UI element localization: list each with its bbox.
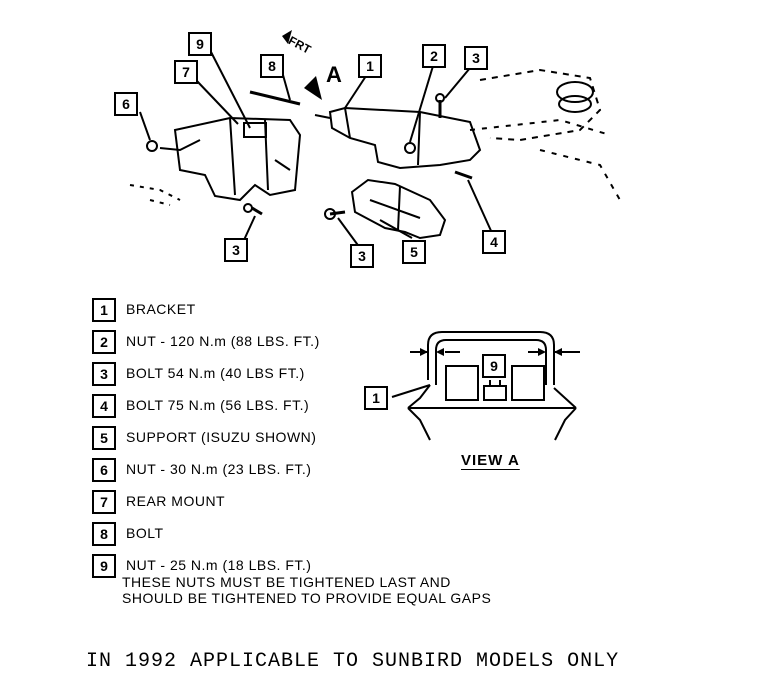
legend-number: 4 — [92, 394, 116, 418]
legend-note-line-1: THESE NUTS MUST BE TIGHTENED LAST AND — [122, 574, 451, 590]
legend-number: 1 — [92, 298, 116, 322]
legend-number: 5 — [92, 426, 116, 450]
legend-note-line-2: SHOULD BE TIGHTENED TO PROVIDE EQUAL GAP… — [122, 590, 492, 606]
legend-text: SUPPORT (ISUZU SHOWN) — [126, 429, 317, 445]
legend-item: 4 BOLT 75 N.m (56 LBS. FT.) — [92, 392, 572, 424]
view-a-callout-9: 9 — [482, 354, 506, 378]
legend-number: 8 — [92, 522, 116, 546]
legend-text: BOLT 75 N.m (56 LBS. FT.) — [126, 397, 310, 413]
legend-note: THESE NUTS MUST BE TIGHTENED LAST AND SH… — [122, 574, 491, 606]
callout-1: 1 — [358, 54, 382, 78]
legend-number: 7 — [92, 490, 116, 514]
legend-item: 1 BRACKET — [92, 296, 572, 328]
legend-text: BRACKET — [126, 301, 196, 317]
legend-number: 9 — [92, 554, 116, 578]
legend-item: 5 SUPPORT (ISUZU SHOWN) — [92, 424, 572, 456]
legend-number: 2 — [92, 330, 116, 354]
legend-text: NUT - 30 N.m (23 LBS. FT.) — [126, 461, 312, 477]
callout-2: 2 — [422, 44, 446, 68]
legend-item: 2 NUT - 120 N.m (88 LBS. FT.) — [92, 328, 572, 360]
footer-note: IN 1992 APPLICABLE TO SUNBIRD MODELS ONL… — [86, 650, 620, 673]
view-a-arrow-label: A — [326, 62, 342, 87]
callout-3-left: 3 — [224, 238, 248, 262]
legend-text: NUT - 120 N.m (88 LBS. FT.) — [126, 333, 320, 349]
bracket-drawing — [328, 106, 482, 170]
parts-legend: 1 BRACKET 2 NUT - 120 N.m (88 LBS. FT.) … — [92, 296, 572, 612]
view-a-callout-1: 1 — [364, 386, 388, 410]
callout-6: 6 — [114, 92, 138, 116]
rear-mount-drawing — [173, 116, 302, 202]
callout-3-top: 3 — [464, 46, 488, 70]
legend-item: 9 NUT - 25 N.m (18 LBS. FT.) THESE NUTS … — [92, 552, 572, 612]
legend-text: REAR MOUNT — [126, 493, 226, 509]
view-a-label: VIEW A — [461, 452, 520, 469]
engine-mount-exploded-view — [129, 30, 621, 249]
legend-number: 3 — [92, 362, 116, 386]
callout-8: 8 — [260, 54, 284, 78]
callout-3-middle: 3 — [350, 244, 374, 268]
legend-item: 7 REAR MOUNT — [92, 488, 572, 520]
callout-9: 9 — [188, 32, 212, 56]
legend-item: 8 BOLT — [92, 520, 572, 552]
legend-text: BOLT — [126, 525, 164, 541]
legend-text: NUT - 25 N.m (18 LBS. FT.) — [126, 557, 312, 573]
legend-number: 6 — [92, 458, 116, 482]
callout-7: 7 — [174, 60, 198, 84]
legend-text: BOLT 54 N.m (40 LBS FT.) — [126, 365, 305, 381]
callout-5: 5 — [402, 240, 426, 264]
legend-item: 6 NUT - 30 N.m (23 LBS. FT.) — [92, 456, 572, 488]
support-drawing — [350, 178, 447, 240]
legend-item: 3 BOLT 54 N.m (40 LBS FT.) — [92, 360, 572, 392]
callout-4: 4 — [482, 230, 506, 254]
